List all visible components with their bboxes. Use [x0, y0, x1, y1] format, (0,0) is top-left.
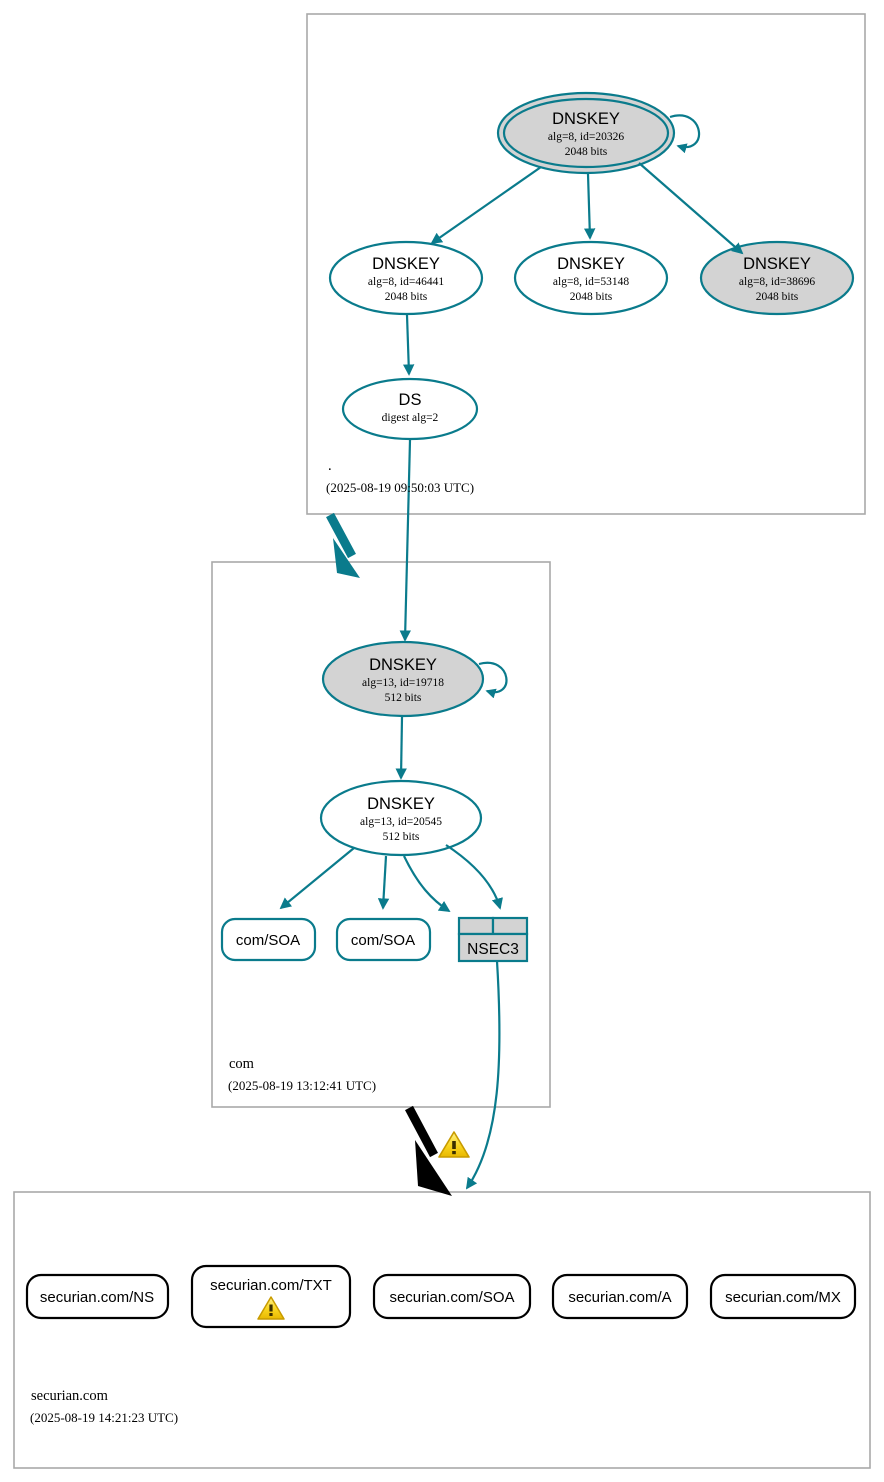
node-size: 2048 bits [385, 291, 428, 303]
rrset-com-soa-2[interactable]: com/SOA [335, 917, 432, 962]
edge-com-zsk-to-soa2 [377, 855, 390, 910]
warning-exclamation-dot [452, 1151, 456, 1155]
node-com-ksk-19718[interactable]: DNSKEY alg=13, id=19718 512 bits [321, 640, 485, 718]
node-params: alg=8, id=20326 [548, 131, 624, 143]
node-size: 2048 bits [756, 291, 799, 303]
edge-root-ksk-to-zsk46441 [430, 166, 542, 245]
rrset-shape [372, 1273, 532, 1320]
node-size: 512 bits [383, 831, 420, 843]
rrset-securian-soa[interactable]: securian.com/SOA [372, 1273, 532, 1320]
node-shape [319, 779, 483, 857]
warning-exclamation-bar [269, 1304, 273, 1312]
zone-box-securian [13, 1191, 871, 1469]
rrset-label: securian.com/TXT [210, 1277, 332, 1294]
node-shape [328, 240, 484, 316]
node-shape [321, 640, 485, 718]
rrset-securian-a[interactable]: securian.com/A [551, 1273, 689, 1320]
rrset-com-nsec3[interactable]: NSEC3 [457, 916, 529, 963]
node-params: digest alg=2 [382, 412, 439, 424]
nsec3-header-cell-right [491, 916, 529, 936]
node-root-ds[interactable]: DS digest alg=2 [341, 377, 479, 441]
node-params: alg=13, id=20545 [360, 816, 442, 828]
node-title: DS [399, 391, 422, 409]
zone-timestamp-com: (2025-08-19 13:12:41 UTC) [228, 1078, 376, 1093]
rrset-label: com/SOA [351, 932, 415, 949]
rrset-com-soa-1[interactable]: com/SOA [220, 917, 317, 962]
warning-exclamation-dot [269, 1313, 273, 1316]
node-shape [699, 240, 855, 316]
rrset-label: securian.com/MX [725, 1289, 841, 1306]
node-title: DNSKEY [552, 110, 620, 128]
zone-label-root: . [328, 458, 332, 474]
node-root-zsk-53148[interactable]: DNSKEY alg=8, id=53148 2048 bits [513, 240, 669, 316]
delegation-root-to-com [326, 512, 360, 578]
zone-timestamp-securian: (2025-08-19 14:21:23 UTC) [30, 1410, 178, 1425]
warning-exclamation-bar [452, 1141, 456, 1149]
edge-root-ksk-to-zsk53148 [583, 173, 596, 240]
node-params: alg=13, id=19718 [362, 677, 444, 689]
nsec3-header-cell-left [457, 916, 495, 936]
rrset-label: securian.com/SOA [389, 1289, 514, 1306]
rrset-label: com/SOA [236, 932, 300, 949]
rrset-shape [335, 917, 432, 962]
self-sign-loop-com-ksk [478, 661, 508, 699]
nsec3-label: NSEC3 [467, 941, 519, 958]
node-root-ksk-20326[interactable]: DNSKEY alg=8, id=20326 2048 bits [496, 91, 676, 175]
delegation-com-to-securian [405, 1105, 452, 1196]
node-shape [341, 377, 479, 441]
edge-ds-to-com-ksk [399, 439, 412, 642]
zone-label-com: com [229, 1056, 255, 1072]
rrset-shape [709, 1273, 857, 1320]
rrset-securian-txt[interactable]: securian.com/TXT [190, 1264, 352, 1329]
node-title: DNSKEY [743, 255, 811, 273]
zone-box-com [211, 561, 551, 1108]
node-title: DNSKEY [367, 795, 435, 813]
node-size: 2048 bits [565, 146, 608, 158]
edge-com-zsk-to-soa1 [279, 847, 355, 910]
rrset-label: securian.com/A [568, 1289, 671, 1306]
zone-box-root [306, 13, 866, 515]
zone-timestamp-root: (2025-08-19 09:50:03 UTC) [326, 480, 474, 495]
edge-com-ksk-to-zsk [395, 716, 407, 780]
warning-icon-txt [257, 1296, 285, 1320]
node-params: alg=8, id=46441 [368, 276, 444, 288]
rrset-shape [220, 917, 317, 962]
edge-root-zsk46441-to-ds [402, 314, 415, 376]
node-size: 2048 bits [570, 291, 613, 303]
node-title: DNSKEY [372, 255, 440, 273]
edge-com-zsk-to-nsec3-b [445, 844, 503, 910]
zone-label-securian: securian.com [31, 1388, 109, 1404]
edge-nsec3-to-securian [465, 960, 501, 1190]
node-size: 512 bits [385, 692, 422, 704]
node-params: alg=8, id=38696 [739, 276, 815, 288]
node-shape-inner [502, 97, 670, 169]
nsec3-body [457, 932, 529, 963]
rrset-shape [25, 1273, 170, 1320]
node-root-ksk-38696[interactable]: DNSKEY alg=8, id=38696 2048 bits [699, 240, 855, 316]
node-title: DNSKEY [557, 255, 625, 273]
node-shape [513, 240, 669, 316]
rrset-securian-mx[interactable]: securian.com/MX [709, 1273, 857, 1320]
edge-root-ksk-to-ksk38696 [638, 162, 744, 255]
self-sign-loop-root-ksk [669, 114, 701, 154]
node-root-zsk-46441[interactable]: DNSKEY alg=8, id=46441 2048 bits [328, 240, 484, 316]
rrset-shape [551, 1273, 689, 1320]
rrset-securian-ns[interactable]: securian.com/NS [25, 1273, 170, 1320]
node-com-zsk-20545[interactable]: DNSKEY alg=13, id=20545 512 bits [319, 779, 483, 857]
edge-com-zsk-to-nsec3-a [403, 855, 451, 912]
node-params: alg=8, id=53148 [553, 276, 629, 288]
warning-icon-delegation [438, 1131, 470, 1158]
rrset-label: securian.com/NS [40, 1289, 154, 1306]
node-title: DNSKEY [369, 656, 437, 674]
